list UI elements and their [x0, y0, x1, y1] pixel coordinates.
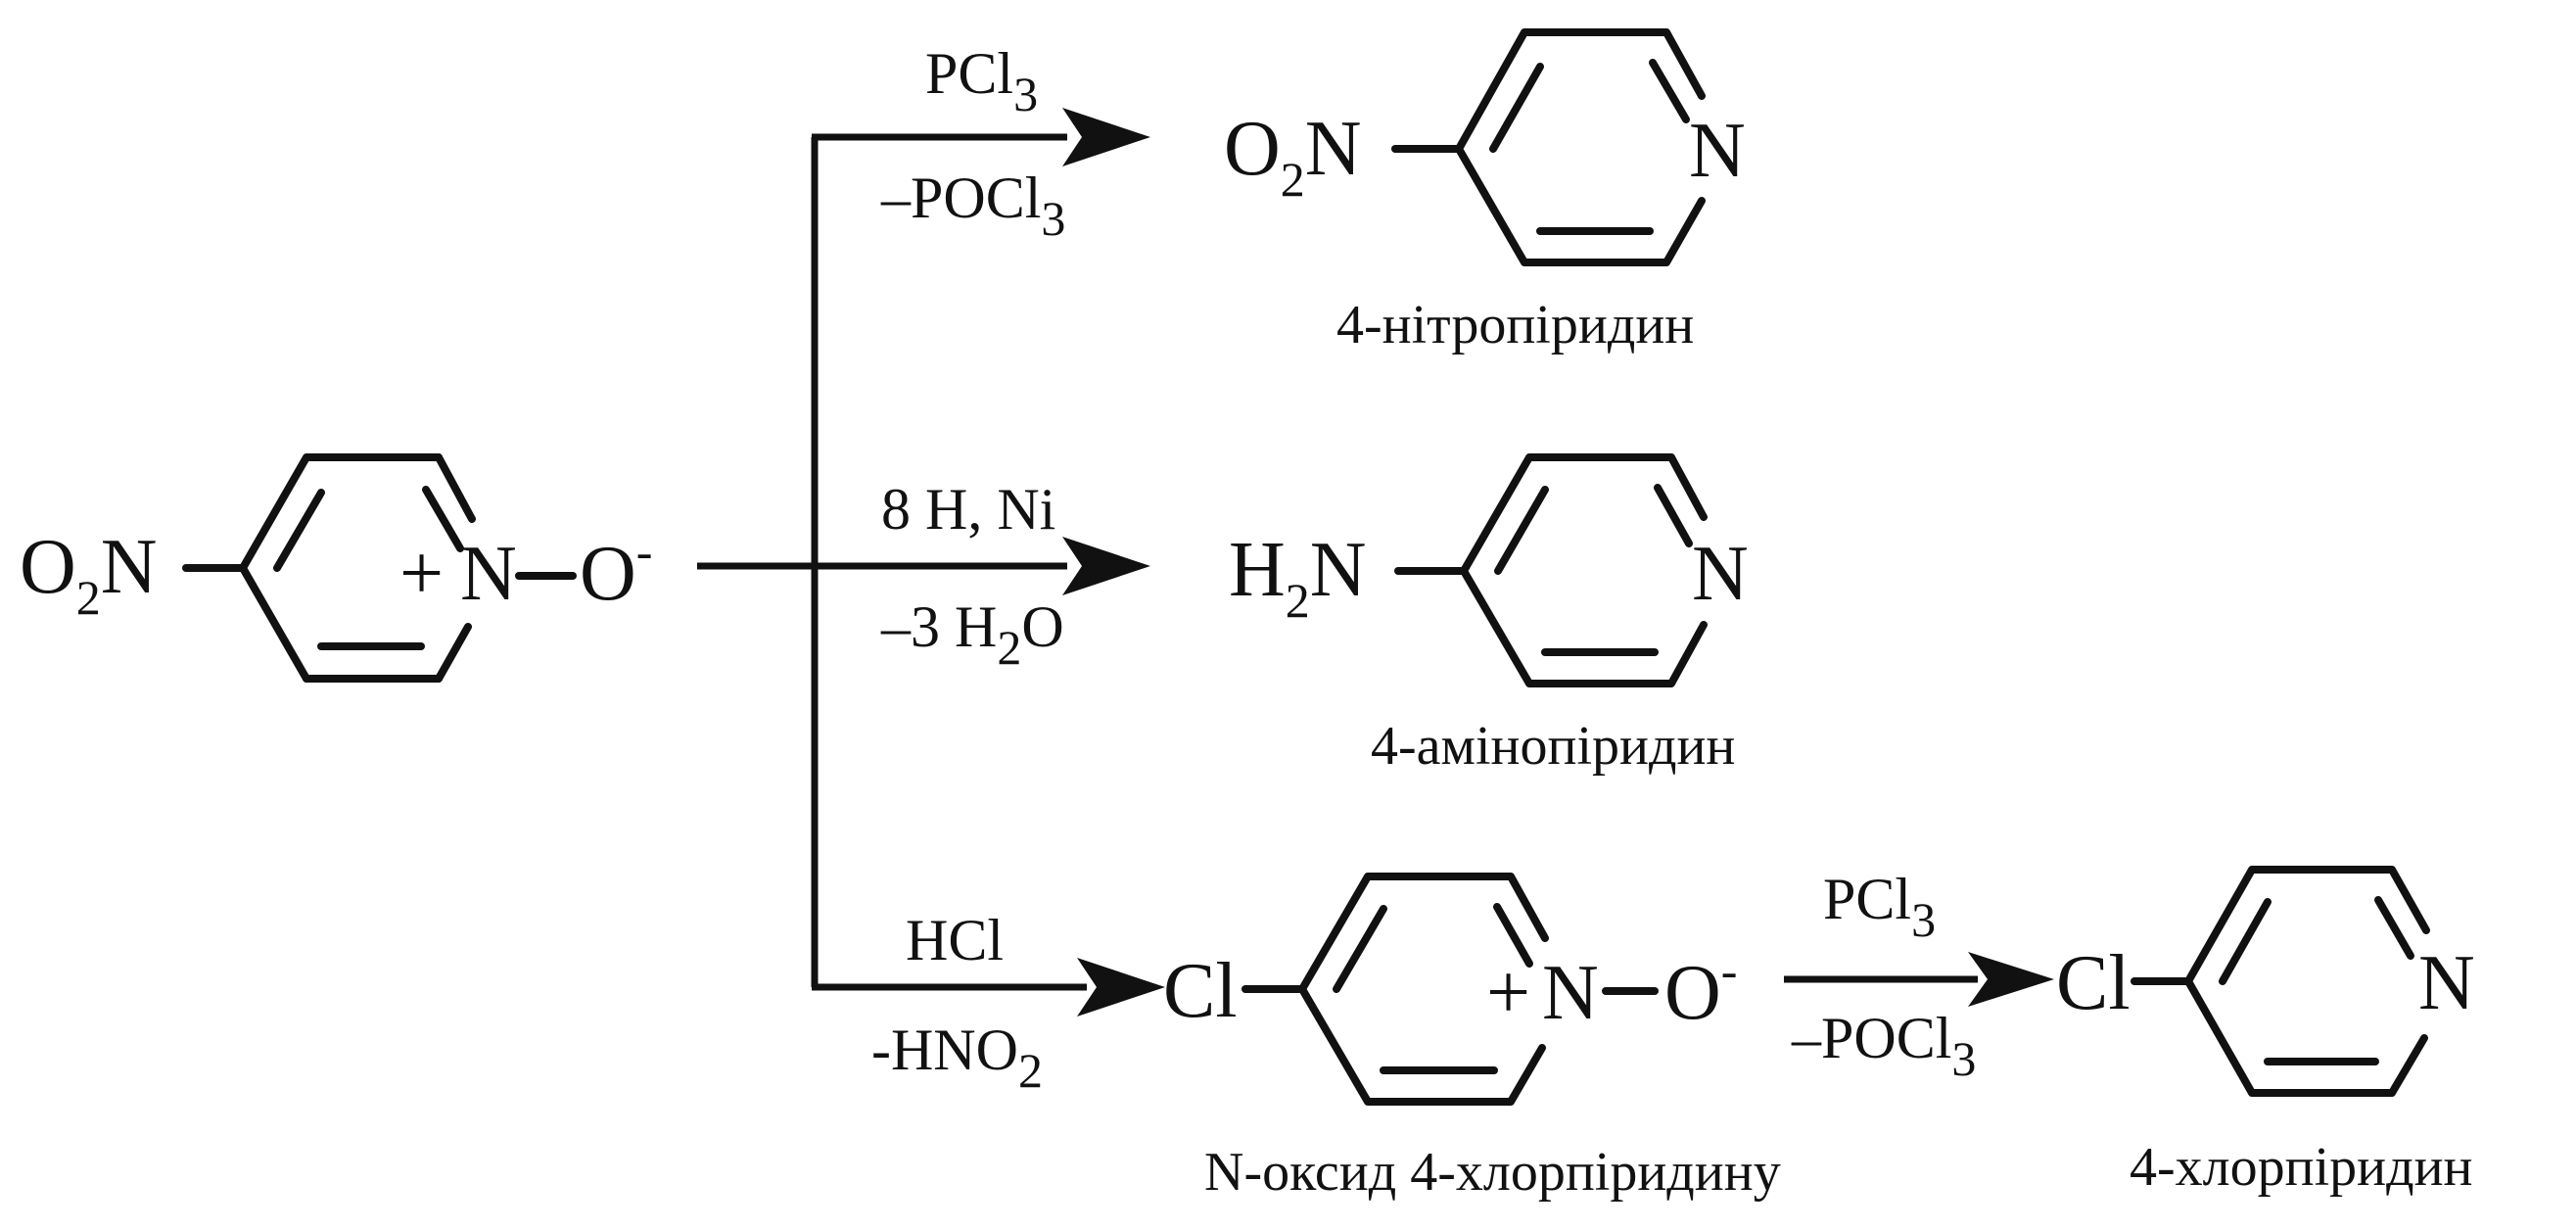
ring-double-bond-inner [1649, 59, 1690, 123]
middle-arrowhead [1062, 537, 1150, 595]
top-byproduct: –POCl3 [880, 166, 1065, 246]
reactant-pyridine-ring [239, 453, 476, 683]
middle-product-pyridine-ring [1460, 453, 1708, 687]
ring-bonds-lower [1460, 567, 1708, 687]
reactant-plus-charge: + [399, 531, 444, 617]
ring-double-bond-inner [1333, 905, 1387, 993]
ring-bonds-lower [1298, 985, 1546, 1106]
ring-double-bond-inner [2374, 896, 2414, 960]
ring-bonds-upper-left [239, 453, 443, 572]
intermediate-name: N-оксид 4-хлорпіридину [1204, 1142, 1781, 1203]
bottom-reagent: HCl [906, 908, 1004, 972]
ring-double-bond-inner [422, 486, 464, 552]
intermediate-molecule: Cl + N O- N-оксид 4-хлорпіридину [1163, 873, 1781, 1203]
top-product-molecule: O2N N 4-нітропіридин [1224, 28, 1746, 355]
ring-bonds-lower [1455, 145, 1706, 266]
middle-product-ring-nitrogen: N [1692, 531, 1749, 617]
bottom-byproduct: -HNO2 [871, 1017, 1043, 1098]
top-product-ring-nitrogen: N [1689, 108, 1746, 194]
ring-double-bond-inner [1493, 903, 1533, 968]
intermediate-chloro-group: Cl [1163, 948, 1238, 1034]
intermediate-pyridine-ring [1298, 873, 1549, 1106]
ring-bond-lower-left [239, 564, 310, 683]
top-arrowhead [1062, 108, 1150, 166]
reactant-nitro-group: O2N [20, 524, 158, 625]
ring-double-bond-inner [273, 489, 325, 572]
reactant-ring-nitrogen: N [460, 531, 517, 617]
reactant-oxide-oxygen: O- [580, 524, 652, 617]
ring-bond-n-c [435, 623, 472, 683]
final-product-name: 4-хлорпіридин [2130, 1137, 2473, 1198]
ring-double-bond-inner [1654, 484, 1693, 547]
step2-reagent: PCl3 [1823, 867, 1936, 947]
ring-double-bond-inner [1489, 63, 1544, 153]
ring-bonds-upper [1455, 28, 1706, 153]
final-product-pyridine-ring [2184, 866, 2430, 1097]
bottom-arrowhead [1077, 958, 1165, 1017]
top-product-nitro-group: O2N [1224, 106, 1362, 207]
intermediate-oxide-oxygen: O- [1664, 943, 1737, 1036]
ring-bonds-upper [1460, 453, 1708, 575]
branch-arrows [697, 108, 1165, 1017]
intermediate-ring-nitrogen: N [1542, 950, 1599, 1036]
final-product-chloro-group: Cl [2056, 940, 2131, 1026]
final-product-ring-nitrogen: N [2418, 940, 2475, 1026]
intermediate-plus-charge: + [1486, 950, 1530, 1036]
middle-product-amino-group: H2N [1229, 527, 1367, 628]
ring-bonds-upper [1298, 873, 1549, 993]
ring-double-bond-inner [1494, 486, 1549, 575]
reactant-molecule: O2N + N O- [20, 453, 652, 683]
ring-bonds-lower [2184, 977, 2428, 1097]
middle-product-name: 4-амінопіридин [1371, 716, 1735, 777]
ring-double-bond-inner [2219, 898, 2272, 985]
top-reagent: PCl3 [925, 41, 1038, 121]
step2-arrowhead [1968, 952, 2054, 1007]
step2-byproduct: –POCl3 [1791, 1006, 1976, 1086]
top-product-pyridine-ring [1455, 28, 1706, 266]
top-product-name: 4-нітропіридин [1336, 295, 1694, 355]
step2-arrow [1784, 952, 2054, 1007]
final-product-molecule: Cl N 4-хлорпіридин [2056, 866, 2475, 1198]
ring-bond-c-n [435, 453, 476, 523]
middle-reagent: 8 H, Ni [881, 477, 1055, 542]
ring-bonds-upper [2184, 866, 2430, 985]
middle-product-molecule: H2N N 4-амінопіридин [1229, 453, 1749, 777]
middle-byproduct: –3 H2O [880, 594, 1064, 675]
